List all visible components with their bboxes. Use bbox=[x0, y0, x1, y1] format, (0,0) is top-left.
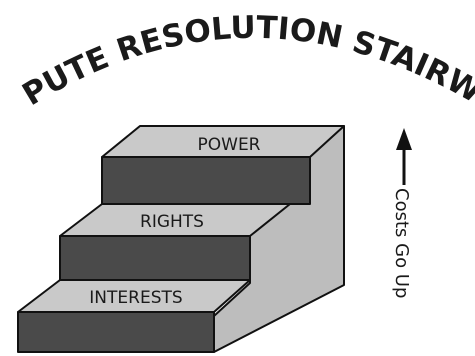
up-arrow-icon bbox=[396, 128, 412, 185]
step-1-riser bbox=[17, 311, 215, 353]
diagram-title-path: DISPUTE RESOLUTION STAIRWAY bbox=[0, 0, 475, 113]
costs-go-up-label: Costs Go Up bbox=[391, 188, 412, 298]
step-label-power: POWER bbox=[198, 135, 261, 155]
step-3-riser bbox=[101, 156, 311, 205]
step-2-riser bbox=[59, 235, 251, 281]
step-label-rights: RIGHTS bbox=[140, 212, 204, 232]
diagram-title: DISPUTE RESOLUTION STAIRWAY bbox=[0, 0, 475, 113]
step-label-interests: INTERESTS bbox=[89, 288, 182, 308]
